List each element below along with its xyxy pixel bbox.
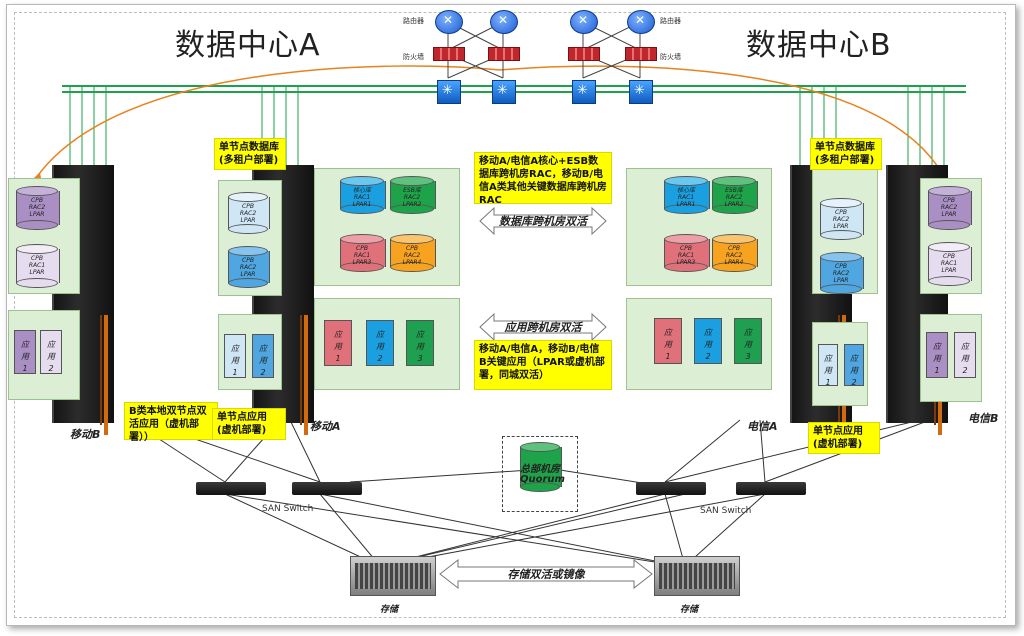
router-label: 路由器 <box>403 17 424 25</box>
tag-single-db-left: 单节点数据库 (多租户部署) <box>214 138 286 170</box>
router-icon <box>627 10 655 34</box>
core-switch-icon <box>572 80 596 104</box>
rack-label-mobile-b: 移动B <box>70 428 101 441</box>
db-cylinder-label: ESB库 RAC2 LPAR2 <box>724 187 744 208</box>
firewall-icon <box>568 47 600 61</box>
db-cylinder-label: ESB库 RAC2 LPAR2 <box>402 187 422 208</box>
dc-b-title: 数据中心B <box>746 28 892 63</box>
quorum-box <box>502 436 578 512</box>
rack-label-mobile-a: 移动A <box>310 420 341 433</box>
san-switch-label: SAN Switch <box>262 504 314 514</box>
db-cylinder-label: 核心库 RAC1 LPAR1 <box>676 187 696 208</box>
cross-db-panel-a <box>314 168 460 286</box>
storage-array-icon <box>350 556 436 596</box>
firewall-icon <box>488 47 520 61</box>
db-cylinder-label: CPB RAC1 LPAR3 <box>676 245 696 266</box>
db-active-label: 数据库跨机房双活 <box>499 215 587 228</box>
dc-a-title: 数据中心A <box>175 28 321 63</box>
db-cylinder: CPB RAC1 LPAR <box>928 242 972 286</box>
db-cylinder-label: CPB RAC2 LPAR <box>28 197 46 218</box>
rack-label-telecom-a: 电信A <box>747 420 778 433</box>
db-cylinder-label: CPB RAC2 LPAR <box>832 209 850 230</box>
db-cylinder-label: CPB RAC1 LPAR <box>28 255 46 276</box>
tag-b-local: B类本地双节点双活应用（虚机部署）） <box>124 402 218 443</box>
tag-app-cross: 移动A/电信A，移动B/电信B关键应用（LPAR或虚机部署，同城双活） <box>474 340 612 390</box>
san-switch-icon <box>292 482 362 495</box>
db-cylinder: ESB库 RAC2 LPAR2 <box>712 176 758 214</box>
db-cylinder: CPB RAC2 LPAR4 <box>712 234 758 272</box>
app-box: 应 用 1 <box>818 344 838 387</box>
app-box: 应 用 1 <box>654 318 682 364</box>
tag-single-db-right: 单节点数据库 (多租户部署) <box>810 138 882 170</box>
app-box: 应 用 2 <box>694 318 722 364</box>
tag-single-app-right: 单节点应用 (虚机部署) <box>808 422 880 454</box>
db-cylinder: CPB RAC2 LPAR <box>928 186 972 230</box>
core-switch-icon <box>492 80 516 104</box>
app-box: 应 用 3 <box>734 318 762 364</box>
app-box: 应 用 1 <box>324 320 352 366</box>
db-cylinder: CPB RAC1 LPAR3 <box>340 234 386 272</box>
app-active-label: 应用跨机房双活 <box>504 321 582 334</box>
storage-array-icon <box>654 556 740 596</box>
quorum-cylinder <box>520 442 562 492</box>
quorum-label-line2: Quorum <box>520 474 565 485</box>
db-cylinder-label: CPB RAC1 LPAR3 <box>352 245 372 266</box>
san-switch-icon <box>636 482 706 495</box>
db-cylinder-label: CPB RAC1 LPAR <box>940 253 958 274</box>
core-switch-icon <box>629 80 653 104</box>
db-cylinder-label: CPB RAC2 LPAR <box>239 257 257 278</box>
firewall-icon <box>433 47 465 61</box>
app-box: 应 用 1 <box>14 330 36 374</box>
san-switch-icon <box>196 482 266 495</box>
db-cylinder: CPB RAC2 LPAR4 <box>390 234 436 272</box>
app-box: 应 用 2 <box>40 330 62 374</box>
router-icon <box>490 10 518 34</box>
app-box: 应 用 1 <box>224 334 246 378</box>
db-cylinder-label: CPB RAC2 LPAR4 <box>724 245 744 266</box>
app-box: 应 用 2 <box>252 334 274 378</box>
double-arrow-storage <box>439 558 653 590</box>
storage-label-left: 存储 <box>380 605 399 615</box>
db-cylinder: CPB RAC2 LPAR <box>228 246 270 288</box>
db-cylinder: CPB RAC2 LPAR <box>228 192 270 234</box>
db-cylinder-label: CPB RAC2 LPAR <box>940 197 958 218</box>
firewall-icon <box>625 47 657 61</box>
app-box: 应 用 2 <box>366 320 394 366</box>
rack-label-telecom-b: 电信B <box>968 412 999 425</box>
db-cylinder-label: CPB RAC2 LPAR <box>832 263 850 284</box>
db-cylinder: CPB RAC1 LPAR3 <box>664 234 710 272</box>
firewall-label: 防火墙 <box>403 53 424 61</box>
storage-label-right: 存储 <box>680 605 699 615</box>
db-cylinder: CPB RAC2 LPAR <box>16 186 60 230</box>
app-box: 应 用 2 <box>844 344 864 387</box>
firewall-label: 防火墙 <box>660 53 681 61</box>
db-cylinder: 核心库 RAC1 LPAR1 <box>664 176 710 214</box>
db-cylinder: CPB RAC1 LPAR <box>16 244 60 288</box>
db-cylinder: 核心库 RAC1 LPAR1 <box>340 176 386 214</box>
san-switch-icon <box>736 482 806 495</box>
router-icon <box>435 10 463 34</box>
app-box: 应 用 3 <box>406 320 434 366</box>
db-cylinder-label: CPB RAC2 LPAR <box>239 203 257 224</box>
tag-core-db: 移动A/电信A核心+ESB数据库跨机房RAC，移动B/电信A类其他关键数据库跨机… <box>474 152 612 206</box>
core-switch-icon <box>437 80 461 104</box>
storage-active-label: 存储双活或镜像 <box>507 568 585 581</box>
app-box: 应 用 1 <box>926 332 948 378</box>
tag-single-app-left: 单节点应用 (虚机部署) <box>212 408 286 440</box>
db-cylinder-label: 核心库 RAC1 LPAR1 <box>352 187 372 208</box>
router-icon <box>570 10 598 34</box>
app-box: 应 用 2 <box>954 332 976 378</box>
double-arrow-app <box>479 312 607 342</box>
db-cylinder-label: CPB RAC2 LPAR4 <box>402 245 422 266</box>
san-switch-label: SAN Switch <box>700 506 752 516</box>
db-cylinder: CPB RAC2 LPAR <box>820 252 864 294</box>
db-cylinder: CPB RAC2 LPAR <box>820 198 864 240</box>
db-cylinder: ESB库 RAC2 LPAR2 <box>390 176 436 214</box>
quorum-label-line1: 总部机房 <box>520 464 560 475</box>
double-arrow-db <box>479 206 607 236</box>
router-label: 路由器 <box>660 17 681 25</box>
